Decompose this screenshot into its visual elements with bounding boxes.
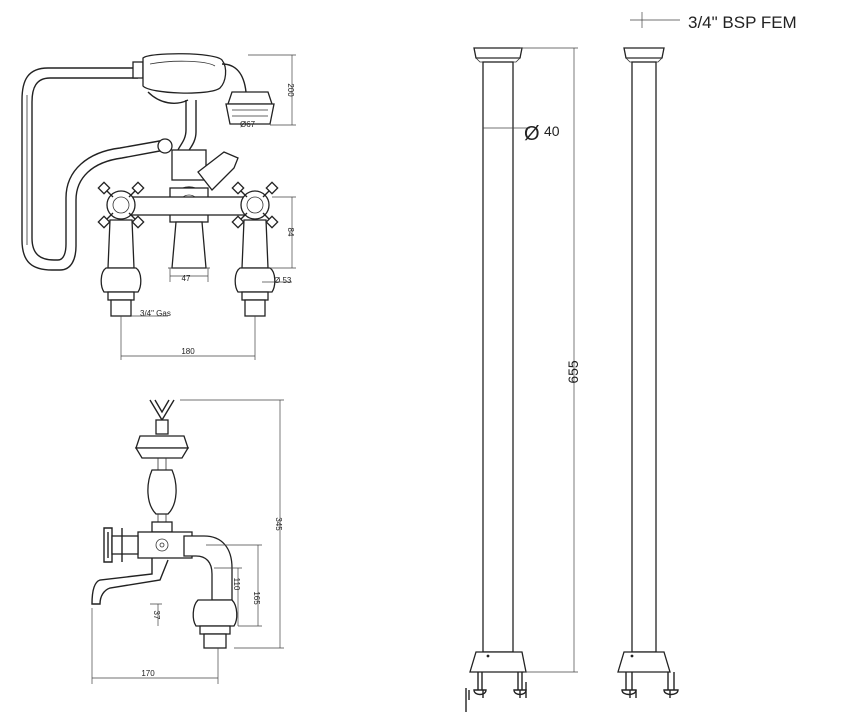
dim-spout-drop: 37: [152, 611, 161, 620]
side-view: 345 165 110 37 170: [91, 399, 284, 684]
dim-standpipe-height: 655: [565, 360, 581, 384]
dim-rose-diameter: Ø67: [240, 120, 256, 129]
shower-handset: [132, 53, 275, 125]
dim-base-diameter: Ø 53: [274, 276, 292, 285]
dim-standpipe-diameter: 40: [544, 123, 560, 139]
dim-spout-width: 47: [182, 274, 191, 283]
standpipe-front: 655 Ø 40: [465, 47, 581, 712]
left-cross-handle: [97, 181, 145, 229]
diverter-lever-icon: [197, 151, 239, 191]
shower-hose: [21, 67, 166, 271]
thread-label: 3/4" BSP FEM: [688, 13, 797, 32]
dim-handset-height: 200: [286, 83, 295, 97]
standpipe-side: 3/4" BSP FEM: [617, 12, 797, 698]
dim-projection: 170: [141, 669, 155, 678]
dim-body-height: 84: [286, 228, 295, 237]
dim-total-height: 345: [274, 517, 283, 531]
dim-centres: 180: [181, 347, 195, 356]
right-cross-handle: [231, 181, 279, 229]
front-view: 200 Ø67 84 47 Ø 53 3/4" Gas 180: [21, 53, 296, 360]
dim-spout-height: 110: [232, 578, 241, 591]
dim-outlet-height: 165: [252, 591, 261, 605]
hose-connector: [157, 138, 173, 154]
dim-thread: 3/4" Gas: [140, 309, 171, 318]
diameter-symbol: Ø: [524, 123, 540, 145]
